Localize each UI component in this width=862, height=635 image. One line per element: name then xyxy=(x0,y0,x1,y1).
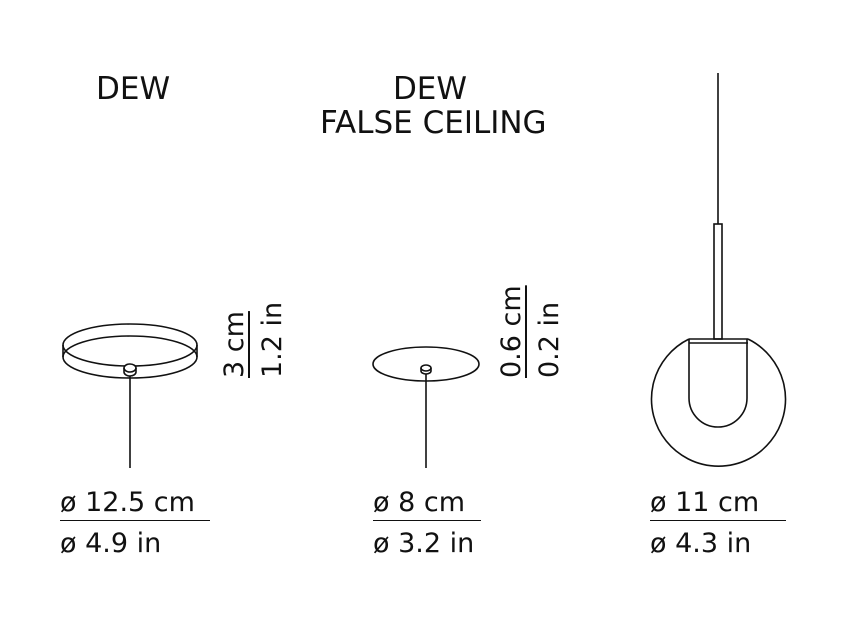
dew-false-ceiling-drawing xyxy=(372,346,480,468)
height-dimension-false-ceiling: 0.6 cm xyxy=(496,285,527,378)
diameter-in: ø 3.2 in xyxy=(373,528,475,559)
diameter-in: ø 4.9 in xyxy=(60,528,162,559)
height-cm: 0.6 cm xyxy=(496,285,527,378)
height-dimension-dew: 3 cm xyxy=(219,311,250,378)
height-cm: 3 cm xyxy=(219,311,250,378)
diameter-cm: ø 11 cm xyxy=(650,488,786,521)
dew-canopy-drawing xyxy=(62,323,198,468)
height-in: 1.2 in xyxy=(257,301,288,378)
title-line: DEW xyxy=(392,71,468,107)
diameter-dimension-pendant: ø 11 cm ø 4.3 in xyxy=(650,488,786,559)
height-dimension-false-ceiling-in: 0.2 in xyxy=(534,301,565,378)
title-line: DEW xyxy=(96,71,171,107)
pendant-lamp-drawing xyxy=(650,73,787,467)
diameter-cm: ø 8 cm xyxy=(373,488,481,521)
product-title-dew-false-ceiling: DEW FALSE CEILING xyxy=(320,71,547,141)
height-in: 0.2 in xyxy=(534,301,565,378)
diameter-cm: ø 12.5 cm xyxy=(60,488,210,521)
diameter-dimension-dew: ø 12.5 cm ø 4.9 in xyxy=(60,488,210,559)
diameter-in: ø 4.3 in xyxy=(650,528,752,559)
height-dimension-dew-in: 1.2 in xyxy=(257,301,288,378)
product-title-dew: DEW xyxy=(96,72,170,106)
title-line: FALSE CEILING xyxy=(320,105,547,141)
diameter-dimension-false-ceiling: ø 8 cm ø 3.2 in xyxy=(373,488,481,559)
